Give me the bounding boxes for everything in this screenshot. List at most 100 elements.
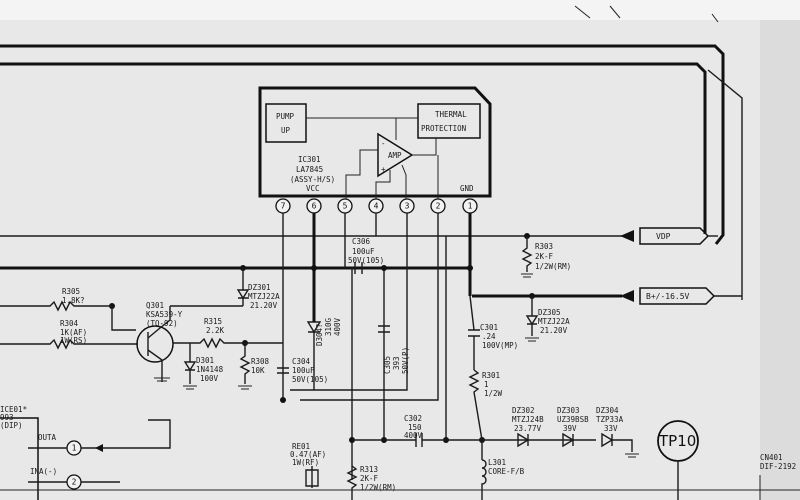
ice01-pin-1-label: 1: [72, 444, 77, 453]
c302-symbol: [352, 433, 596, 447]
r308-ref: R308: [251, 357, 270, 366]
dz304-voltage: 33V: [604, 424, 618, 433]
re01-symbol: [305, 466, 319, 488]
dz302-ref: DZ302: [512, 406, 535, 415]
c305-symbol: [378, 325, 390, 333]
c305-value: 393: [392, 356, 401, 370]
c302-rating: 400V: [404, 431, 423, 440]
ice01-outline: [0, 417, 39, 500]
pump-up-block: [265, 103, 307, 143]
dz303-ref: DZ303: [557, 406, 580, 415]
ice01-package: (DIP): [0, 421, 23, 430]
pin-5-label: 5: [343, 202, 348, 211]
pin4-wire: [375, 213, 385, 440]
c305-rating: 50V(P): [401, 347, 410, 374]
vdp-net-label: VDP: [656, 232, 671, 241]
pin3-wire: [290, 213, 408, 391]
dz301-part: MTZJ22A: [248, 292, 280, 301]
frame-diagonal: [707, 69, 743, 300]
r305-ref: R305: [62, 287, 80, 296]
dz302-symbol: [517, 432, 530, 448]
dz305-ref: DZ305: [538, 308, 561, 317]
c304-rating: 50V(105): [292, 375, 328, 384]
top-marks: [574, 5, 719, 23]
ice01-outa: OUTA: [38, 433, 57, 442]
r304-symbol: [0, 338, 138, 350]
r303-symbol: [521, 236, 533, 272]
ice01-pin-2-label: 2: [72, 478, 77, 487]
dz305-symbol: [525, 296, 539, 336]
pin-2-label: 2: [436, 202, 441, 211]
c306-value: 100uF: [352, 247, 375, 256]
vcc-label: VCC: [306, 184, 320, 193]
ic301-outline: [258, 86, 492, 198]
junction: [467, 265, 473, 271]
d304-part: 310G: [324, 317, 333, 336]
re01-ref: RE01: [292, 442, 310, 451]
cn401-part: DIF-2192: [760, 462, 796, 471]
bplus-arrow: [620, 290, 634, 302]
r313-rating: 1/2W(RM): [360, 483, 396, 492]
dz304-symbol: [601, 432, 633, 452]
ice01-code: 993: [0, 413, 14, 422]
dz304-ground: [625, 453, 639, 458]
l301-ref: L301: [488, 458, 506, 467]
c306-ref: C306: [352, 237, 371, 246]
dz301-ref: DZ301: [248, 283, 271, 292]
pin-3-label: 3: [405, 202, 410, 211]
dz302-voltage: 23.77V: [514, 424, 542, 433]
frame-line-outer: [0, 44, 725, 245]
dz303-symbol: [562, 432, 575, 448]
r303-ref: R303: [535, 242, 553, 251]
amp-triangle: [377, 132, 414, 178]
frame-line-inner: [0, 62, 707, 234]
d301-voltage: 100V: [200, 374, 219, 383]
ice01-wires: [28, 419, 171, 483]
r301-value: 1: [484, 380, 489, 389]
r313-symbol: [346, 465, 358, 500]
q301-package: (TO-92): [146, 319, 178, 328]
c302-value: 150: [408, 423, 422, 432]
dz305-voltage: 21.20V: [540, 326, 568, 335]
q301-ref: Q301: [146, 301, 164, 310]
ic-name-2: LA7845: [296, 165, 323, 174]
r308-ground: [238, 385, 252, 390]
bplus-net-label: B+/-16.5V: [646, 292, 690, 301]
pump-up-label-1: PUMP: [276, 112, 295, 121]
dz302-part: MTZJ24B: [512, 415, 544, 424]
dz304-ref: DZ304: [596, 406, 619, 415]
d304-ref: D304?: [315, 323, 324, 346]
r304-rating: 1W(RS): [60, 336, 87, 345]
amp-plus: +: [381, 165, 386, 174]
d304-symbol: [306, 321, 322, 390]
r305-value: 1.8K?: [62, 296, 85, 305]
dz301-voltage: 21.20V: [250, 301, 278, 310]
c301-symbol: [468, 329, 480, 370]
thermal-label-1: THERMAL: [435, 110, 467, 119]
re01-value: 0.47(AF): [290, 450, 326, 459]
c306-rating: 50V(105): [348, 256, 384, 265]
tp10-label: TP10: [658, 432, 696, 450]
c304-value: 100uF: [292, 366, 315, 375]
r305-to-q: [111, 306, 136, 331]
r313-value: 2K-F: [360, 474, 379, 483]
r303-rating: 1/2W(RM): [535, 262, 571, 271]
d304-voltage: 400V: [333, 317, 342, 336]
bplus-net-flag: [639, 287, 716, 305]
bottom-border: [0, 475, 800, 500]
r301-rating: 1/2W: [484, 389, 503, 398]
ic-name-1: IC301: [298, 155, 321, 164]
r305-symbol: [0, 300, 112, 312]
pin-4-label: 4: [374, 202, 379, 211]
thermal-protection-block: [417, 103, 481, 139]
c304-symbol: [277, 367, 289, 374]
thermal-label-2: PROTECTION: [421, 124, 466, 133]
r315-symbol: [173, 337, 283, 349]
dz303-part: UZ39BSB: [557, 415, 589, 424]
cn401-ref: CN401: [760, 453, 783, 462]
l301-symbol: [481, 459, 487, 500]
r303-value: 2K-F: [535, 252, 554, 261]
pump-up-label-2: UP: [281, 126, 291, 135]
ic-name-3: (ASSY-H/S): [290, 175, 335, 184]
